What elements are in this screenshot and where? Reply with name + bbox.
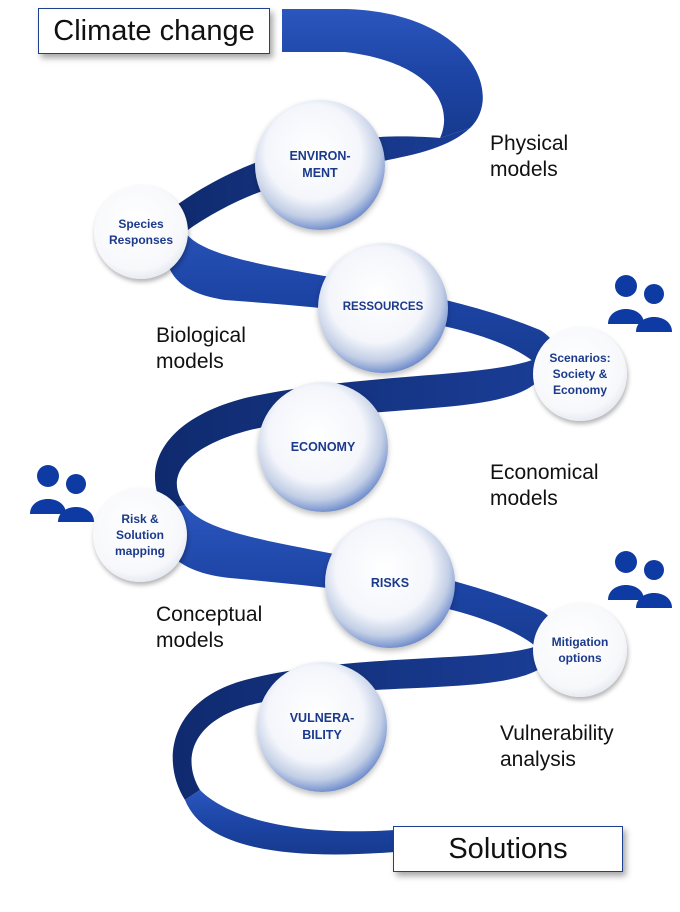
end-label: Solutions (393, 826, 623, 872)
ribbon-segment (170, 128, 470, 232)
risk-solution-mapping-node: Risk & Solution mapping (93, 488, 187, 582)
vulnerability-node: VULNERA- BILITY (257, 662, 387, 792)
species-responses-node: Species Responses (94, 185, 188, 279)
vulnerability-label: VULNERA- BILITY (289, 711, 355, 742)
ribbon-segment (185, 790, 395, 855)
scenarios-node: Scenarios: Society & Economy (533, 327, 627, 421)
economy-node: ECONOMY (258, 382, 388, 512)
model-label-economical: Economical models (490, 461, 599, 511)
economy-label: ECONOMY (290, 439, 356, 454)
risks-label: RISKS (370, 575, 410, 590)
ribbon-segment (172, 640, 550, 800)
species-responses-label: Species Responses (108, 216, 174, 247)
start-label: Climate change (38, 8, 270, 54)
model-label-vulnerability: Vulnerability analysis (500, 722, 614, 772)
environment-node: ENVIRON- MENT (255, 100, 385, 230)
resources-node: RESSOURCES (318, 243, 448, 373)
people-icon (608, 275, 672, 332)
environment-label: ENVIRON- MENT (289, 149, 351, 180)
model-label-biological: Biological models (156, 324, 246, 374)
mitigation-options-label: Mitigation options (551, 634, 609, 665)
ribbon-segment (154, 350, 550, 510)
scenarios-label: Scenarios: Society & Economy (549, 350, 611, 398)
risks-node: RISKS (325, 518, 455, 648)
ribbon-segment (282, 9, 483, 138)
mitigation-options-node: Mitigation options (533, 603, 627, 697)
risk-solution-mapping-label: Risk & Solution mapping (115, 511, 165, 559)
people-icon (30, 465, 94, 522)
model-label-conceptual: Conceptual models (156, 603, 263, 653)
people-icon (608, 551, 672, 608)
model-label-physical: Physical models (490, 132, 569, 182)
resources-label: RESSOURCES (342, 301, 424, 314)
